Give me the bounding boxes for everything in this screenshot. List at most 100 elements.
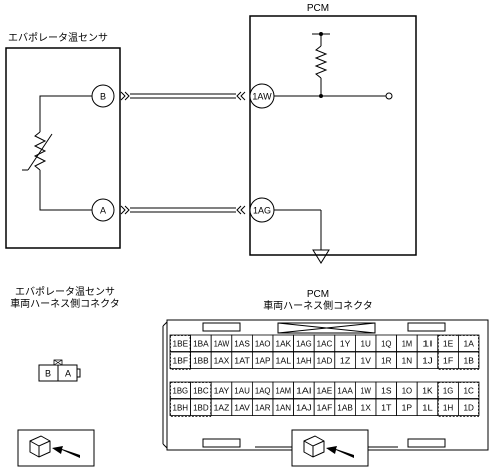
pcm-connector-cell-label: 1BG [173, 386, 189, 395]
pcm-connector-cell-label: 1BD [193, 403, 209, 412]
sensor-pin-a [91, 198, 115, 222]
pcm-connector-cell-label: 1BA [193, 339, 209, 348]
pcm-connector-cell-label: 1V [361, 356, 372, 365]
pcm-connector-cell-label: 1AZ [214, 403, 230, 412]
signal-terminal-icon [385, 92, 393, 100]
pcm-connector-cell-label: 1AF [317, 403, 333, 412]
pcm-connector-cell-label: 1B [464, 356, 474, 365]
pcm-connector-cell-label: 1AD [317, 356, 333, 365]
pcm-connector-cell-label: 1AJ [296, 403, 312, 412]
pcm-connector-cell-label: 1I [422, 339, 432, 348]
junction-dot-top [319, 32, 323, 36]
pcm-connector-cell-label: 1H [443, 403, 454, 412]
pcm-connector-title-line1: PCM [306, 289, 330, 300]
sensor-title: エバポレータ温センサ [8, 33, 108, 44]
pcm-connector-cell-label: 1AS [234, 339, 250, 348]
pcm-connector-cell-label: 1BB [193, 356, 209, 365]
pcm-connector-cell-label: 1S [381, 386, 391, 395]
pcm-connector-cell-label: 1AM [276, 386, 292, 395]
pcm-connector-cell-label: 1W [361, 386, 372, 395]
view-direction-icon-sensor [17, 429, 95, 467]
pcm-connector-cell-label: 1U [361, 339, 372, 348]
pcm-connector-cell-label: 1X [361, 403, 372, 412]
pcm-connector-block-outline [170, 382, 212, 417]
pcm-connector-block-outline [437, 382, 479, 417]
sensor-connector-face [38, 359, 81, 382]
pcm-connector-cell-label: 1D [464, 403, 475, 412]
pcm-connector-cell-label: 1E [443, 339, 453, 348]
pcm-connector-cell-label: 1R [381, 356, 392, 365]
pcm-connector-cell-label: 1BF [173, 356, 189, 365]
sensor-connector-title-line2: 車両ハーネス側コネクタ [10, 299, 120, 310]
junction-dot-mid [319, 94, 323, 98]
pcm-connector-cell [457, 351, 480, 369]
pcm-connector-cell-label: 1O [402, 386, 412, 395]
pcm-connector-cell-label: 1C [464, 386, 475, 395]
harness-wire-lower [130, 207, 236, 213]
pcm-connector-block-outline [170, 335, 191, 370]
pcm-connector-title: PCM 車両ハーネス側コネクタ [238, 289, 398, 313]
pcm-connector-cell-label: 1AH [296, 356, 312, 365]
pcm-connector-cell-label: 1AY [214, 386, 230, 395]
harness-wire-upper [130, 93, 236, 99]
pcm-connector-cell-label: 1AL [276, 356, 292, 365]
pcm-connector-cell-label: 1K [422, 386, 433, 395]
pcm-connector-cell [457, 398, 480, 416]
pcm-connector-cell-label: 1N [402, 356, 413, 365]
pcm-connector-cell-label: 1AE [317, 386, 333, 395]
sensor-connector-title: エバポレータ温センサ 車両ハーネス側コネクタ [0, 287, 130, 311]
pcm-connector-cell-label: 1G [443, 386, 453, 395]
pcm-connector-cell-label: 1AI [296, 386, 312, 395]
pcm-connector-cell-label: 1AA [337, 386, 353, 395]
view-direction-icon-pcm [291, 429, 369, 467]
pcm-connector-cell-label: 1Z [340, 356, 351, 365]
thermistor-icon [22, 131, 53, 171]
pcm-connector-cell-label: 1F [443, 356, 454, 365]
pcm-connector-cell-label: 1T [381, 403, 392, 412]
pcm-connector-cell-label: 1Q [381, 339, 391, 348]
pcm-connector-cell-label: 1AV [234, 403, 250, 412]
pcm-connector-cell-label: 1BC [193, 386, 209, 395]
pull-up-resistor-icon [314, 45, 328, 79]
pcm-connector-cell-label: 1L [422, 403, 433, 412]
chevron-left-icon [236, 91, 246, 215]
sensor-box [5, 47, 121, 249]
pcm-connector-cell-label: 1AU [234, 386, 250, 395]
pcm-title: PCM [306, 3, 330, 14]
ground-icon [312, 249, 330, 264]
pcm-connector-cell [457, 334, 480, 352]
pcm-connector-cell-label: 1AN [276, 403, 292, 412]
pcm-connector-cell-label: 1AX [214, 356, 230, 365]
pcm-connector-cell-label: 1AO [255, 339, 271, 348]
chevron-right-icon [120, 91, 130, 215]
pcm-connector-cell-label: 1BE [173, 339, 189, 348]
pcm-connector-cell-label: 1AG [296, 339, 312, 348]
pcm-internal-wires [274, 33, 386, 250]
pcm-connector-cell-label: 1AC [317, 339, 333, 348]
pcm-connector-cell-label: 1Y [340, 339, 351, 348]
sensor-internal-wire [39, 95, 92, 211]
sensor-connector-title-line1: エバポレータ温センサ [15, 287, 115, 298]
pcm-connector-cell-label: 1AQ [255, 386, 271, 395]
pcm-connector-cell-label: 1AT [234, 356, 250, 365]
sensor-pin-b [91, 84, 115, 108]
pcm-connector-title-line2: 車両ハーネス側コネクタ [263, 301, 373, 312]
pcm-connector-grid: 1BE 1BA 1AW 1AS 1AO 1AK 1AG 1AC 1Y 1U 1Q 1M 1I 1E 1A 1B… [169, 334, 480, 417]
pcm-connector-cell-label: 1BH [173, 403, 189, 412]
pcm-connector-cell-label: 1J [422, 356, 432, 365]
pcm-connector-cell-label: 1AK [276, 339, 292, 348]
pcm-connector-cell-label: 1AB [337, 403, 353, 412]
pcm-connector-cell [457, 381, 480, 399]
pcm-connector-cell-label: 1M [402, 339, 413, 348]
sensor-connector-cell-a: A [65, 369, 71, 379]
pcm-connector-cell-label: 1A [464, 339, 475, 348]
pcm-connector-cell-label: 1AW [214, 339, 230, 348]
pcm-connector-block-outline [437, 335, 479, 370]
pcm-pin-1aw-label: 1AW [252, 92, 272, 102]
pcm-connector-cell-label: 1P [402, 403, 412, 412]
pcm-box [249, 15, 417, 256]
sensor-connector-cell-b: B [45, 369, 51, 379]
pcm-connector-cell-label: 1AR [255, 403, 271, 412]
sensor-pin-b-label: B [100, 92, 106, 102]
